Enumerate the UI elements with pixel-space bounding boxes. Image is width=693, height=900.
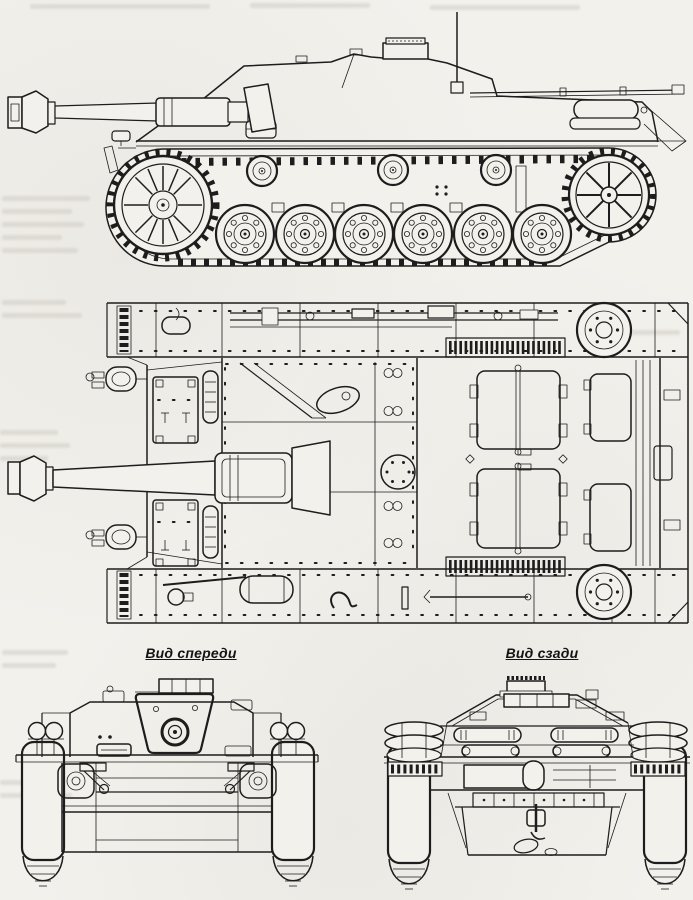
fender-stowage-top bbox=[161, 301, 633, 621]
rear-deck-stowage bbox=[469, 84, 685, 130]
front-right-track bbox=[272, 742, 314, 886]
hull-bow-top bbox=[85, 356, 223, 570]
gun-side bbox=[7, 83, 277, 134]
front-headlights bbox=[27, 721, 306, 755]
front-lower-hull bbox=[57, 763, 277, 853]
front-superstructure bbox=[41, 678, 282, 757]
rear-plate bbox=[430, 760, 645, 808]
fenders-top bbox=[106, 302, 689, 624]
rear-view-drawing bbox=[384, 676, 690, 889]
rear-view-label: Вид сзади bbox=[505, 645, 579, 661]
side-view-drawing bbox=[7, 12, 687, 267]
front-view-label: Вид спереди bbox=[145, 645, 237, 661]
running-gear bbox=[110, 151, 653, 265]
front-view-drawing bbox=[16, 678, 318, 886]
engine-deck-top bbox=[465, 358, 681, 568]
front-tow-brackets bbox=[79, 762, 255, 795]
gun-top bbox=[7, 440, 331, 516]
antenna bbox=[450, 12, 464, 94]
front-left-track bbox=[22, 742, 64, 886]
rear-lower-hull bbox=[447, 792, 627, 856]
rear-engine-deck bbox=[440, 727, 634, 758]
rear-roof bbox=[440, 676, 634, 758]
top-view-drawing bbox=[7, 301, 689, 624]
